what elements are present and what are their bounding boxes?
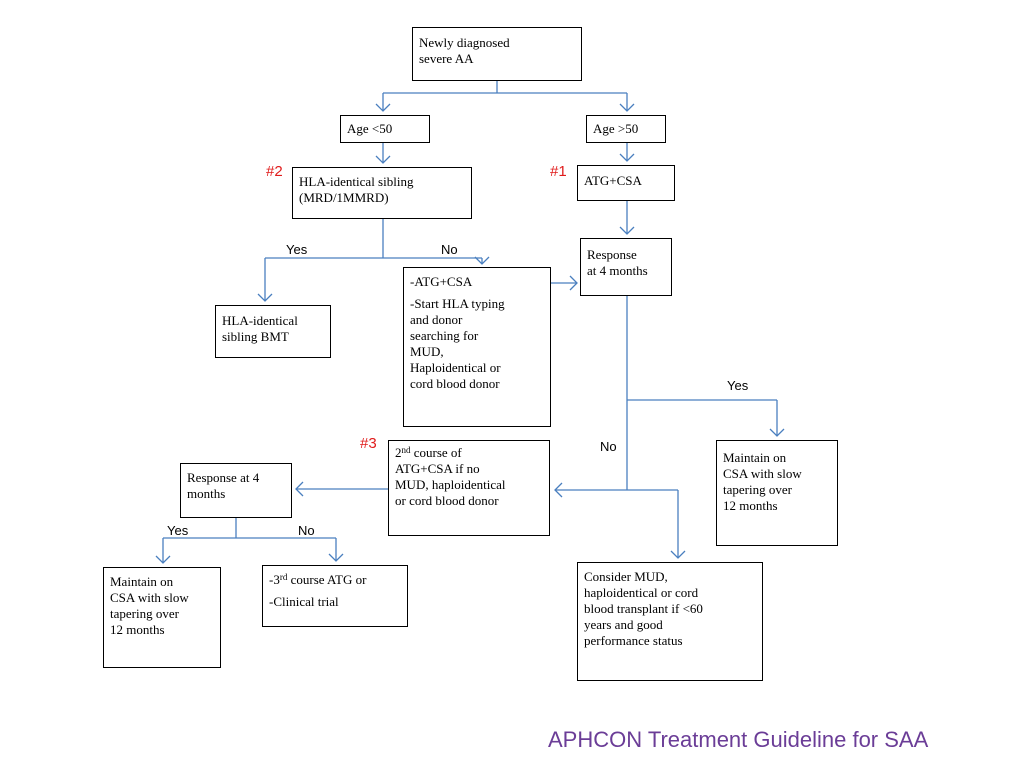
box-line-rest: course ATG or xyxy=(287,572,367,587)
arrowhead xyxy=(619,226,635,235)
label-no-left-response: No xyxy=(298,523,315,538)
marker-2: #2 xyxy=(266,163,283,180)
box-line: performance status xyxy=(584,633,683,648)
marker-3: #3 xyxy=(360,435,377,452)
box-line: months xyxy=(187,486,226,501)
box-line: severe AA xyxy=(419,51,474,66)
box-line: CSA with slow xyxy=(723,466,802,481)
box-newly-diagnosed: Newly diagnosed severe AA xyxy=(412,27,582,81)
box-line: haploidentical or cord xyxy=(584,585,699,600)
box-line: years and good xyxy=(584,617,663,632)
arrowhead xyxy=(257,293,273,302)
ordinal-suffix: nd xyxy=(401,445,411,455)
box-line: Newly diagnosed xyxy=(419,35,510,50)
box-line: Maintain on xyxy=(723,450,787,465)
ordinal-number: -3 xyxy=(269,572,280,587)
box-line: 12 months xyxy=(110,622,165,637)
box-line: -Start HLA typing xyxy=(410,296,505,311)
ordinal-suffix: rd xyxy=(279,572,288,582)
box-line: (MRD/1MMRD) xyxy=(299,190,389,205)
arrowhead xyxy=(619,153,635,162)
box-line: HLA-identical sibling xyxy=(299,174,414,189)
footer-title: APHCON Treatment Guideline for SAA xyxy=(548,727,929,752)
box-age-over-50: Age >50 xyxy=(586,115,666,143)
arrowhead xyxy=(554,482,563,498)
box-atg-csa: ATG+CSA xyxy=(577,165,675,201)
arrowhead xyxy=(155,555,171,564)
box-line: ATG+CSA xyxy=(584,173,642,188)
box-line: MUD, haploidentical xyxy=(395,477,506,492)
box-line: Haploidentical or xyxy=(410,360,501,375)
box-hla-identical-sibling: HLA-identical sibling (MRD/1MMRD) xyxy=(292,167,472,219)
box-line: Response at 4 xyxy=(187,470,260,485)
label-no-sibling: No xyxy=(441,242,458,257)
box-line: Maintain on xyxy=(110,574,174,589)
box-line: Consider MUD, xyxy=(584,569,668,584)
arrowhead xyxy=(328,553,344,562)
box-line: -ATG+CSA xyxy=(410,274,473,289)
box-line: MUD, xyxy=(410,344,444,359)
box-maintain-csa-left: Maintain on CSA with slow tapering over … xyxy=(103,567,221,668)
arrowhead xyxy=(569,275,578,291)
box-line: 12 months xyxy=(723,498,778,513)
arrowhead xyxy=(670,550,686,559)
box-line: at 4 months xyxy=(587,263,648,278)
box-response-4-months-left: Response at 4 months xyxy=(180,463,292,518)
box-line: or cord blood donor xyxy=(395,493,499,508)
arrowhead xyxy=(474,256,490,265)
label-yes-left-response: Yes xyxy=(167,523,189,538)
arrowhead xyxy=(769,428,785,437)
arrowhead xyxy=(295,481,304,497)
box-line: -Clinical trial xyxy=(269,594,339,609)
box-maintain-csa-right: Maintain on CSA with slow tapering over … xyxy=(716,440,838,546)
box-age-under-50: Age <50 xyxy=(340,115,430,143)
box-atg-hla-typing: -ATG+CSA -Start HLA typing and donor sea… xyxy=(403,267,551,427)
box-line: searching for xyxy=(410,328,479,343)
arrowhead xyxy=(375,103,391,112)
box-line: sibling BMT xyxy=(222,329,289,344)
box-line: blood transplant if <60 xyxy=(584,601,703,616)
box-line: Response xyxy=(587,247,637,262)
box-second-course: 2nd course of ATG+CSA if no MUD, haploid… xyxy=(388,440,550,536)
box-line: HLA-identical xyxy=(222,313,298,328)
label-no-response: No xyxy=(600,439,617,454)
box-line: ATG+CSA if no xyxy=(395,461,480,476)
box-line: Age <50 xyxy=(347,121,393,136)
arrowhead xyxy=(619,103,635,112)
box-line: Age >50 xyxy=(593,121,639,136)
ordinal-number: 2 xyxy=(395,445,402,460)
box-line: 2nd course of xyxy=(395,445,543,461)
box-sibling-bmt: HLA-identical sibling BMT xyxy=(215,305,331,358)
label-yes-sibling: Yes xyxy=(286,242,308,257)
box-line: tapering over xyxy=(723,482,792,497)
box-line-rest: course of xyxy=(410,445,462,460)
box-line: and donor xyxy=(410,312,463,327)
marker-1: #1 xyxy=(550,163,567,180)
box-line: CSA with slow xyxy=(110,590,189,605)
box-consider-mud: Consider MUD, haploidentical or cord blo… xyxy=(577,562,763,681)
box-third-course: -3rd course ATG or -Clinical trial xyxy=(262,565,408,627)
box-response-4-months: Response at 4 months xyxy=(580,238,672,296)
label-yes-response: Yes xyxy=(727,378,749,393)
box-line: cord blood donor xyxy=(410,376,500,391)
box-line: tapering over xyxy=(110,606,179,621)
arrowhead xyxy=(375,155,391,164)
box-line: -3rd course ATG or xyxy=(269,572,401,588)
